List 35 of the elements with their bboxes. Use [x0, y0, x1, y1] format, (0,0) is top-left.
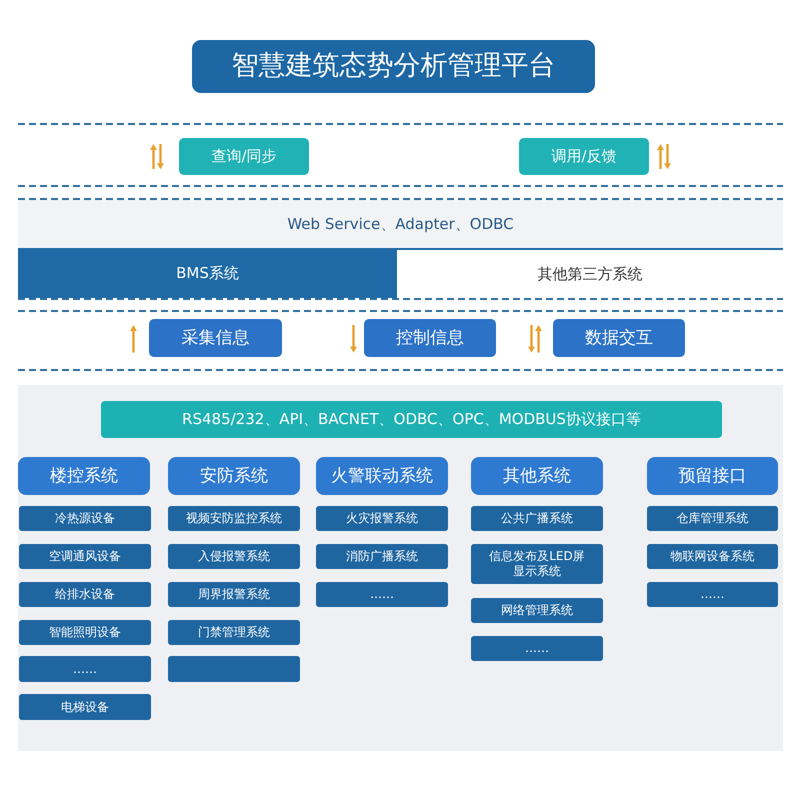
tag-box: 查询/同步	[179, 138, 309, 175]
info-box: 控制信息	[364, 319, 496, 358]
item-box: 入侵报警系统	[168, 544, 300, 569]
item-box: 空调通风设备	[19, 544, 151, 569]
item-box: 火灾报警系统	[316, 506, 448, 532]
item-box: 智能照明设备	[19, 620, 151, 645]
info-box: 采集信息	[149, 319, 282, 358]
item-box: 网络管理系统	[471, 598, 603, 624]
item-box: 冷热源设备	[19, 506, 151, 532]
item-box: 门禁管理系统	[168, 620, 300, 645]
item-box: ……	[471, 636, 603, 661]
protocol-band: RS485/232、API、BACNET、ODBC、OPC、MODBUS协议接口等	[101, 401, 722, 438]
item-box	[168, 656, 300, 682]
category-header: 楼控系统	[18, 457, 150, 496]
item-box: 仓库管理系统	[647, 506, 778, 532]
item-box: 物联网设备系统	[647, 544, 778, 569]
item-box: ……	[19, 656, 151, 682]
info-box: 数据交互	[553, 319, 685, 358]
item-box: 视频安防监控系统	[168, 506, 300, 532]
category-header: 其他系统	[471, 457, 603, 496]
category-header: 火警联动系统	[316, 457, 448, 496]
category-header: 预留接口	[647, 457, 778, 496]
category-header: 安防系统	[168, 457, 300, 496]
item-box: 电梯设备	[19, 694, 151, 720]
item-box: ……	[316, 582, 448, 607]
item-box: 公共广播系统	[471, 506, 603, 532]
item-box: 给排水设备	[19, 582, 151, 607]
item-box: 信息发布及LED屏显示系统	[471, 544, 603, 584]
title-box: 智慧建筑态势分析管理平台	[192, 40, 595, 93]
item-box: 周界报警系统	[168, 582, 300, 607]
tag-box: 调用/反馈	[519, 138, 649, 175]
item-box: 消防广播系统	[316, 544, 448, 569]
system-band: BMS系统	[18, 248, 397, 298]
interface-band: Web Service、Adapter、ODBC	[18, 200, 783, 248]
item-box: ……	[647, 582, 778, 607]
